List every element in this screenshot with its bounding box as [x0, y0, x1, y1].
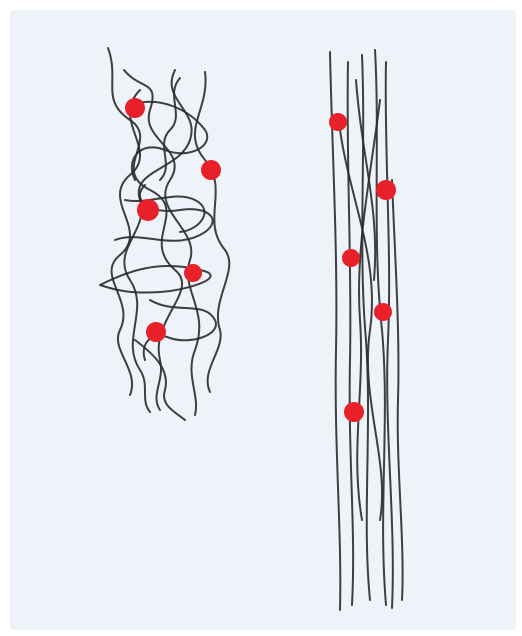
crosslink-marker [374, 303, 392, 321]
crosslink-marker [146, 322, 166, 342]
figure-background [10, 10, 516, 630]
crosslink-marker [137, 199, 159, 221]
crosslink-marker [376, 180, 396, 200]
crosslink-marker [329, 113, 347, 131]
crosslink-marker [344, 402, 364, 422]
crosslink-marker [125, 98, 145, 118]
crosslink-marker [342, 249, 360, 267]
crosslink-marker [201, 160, 221, 180]
crosslink-marker [184, 264, 202, 282]
